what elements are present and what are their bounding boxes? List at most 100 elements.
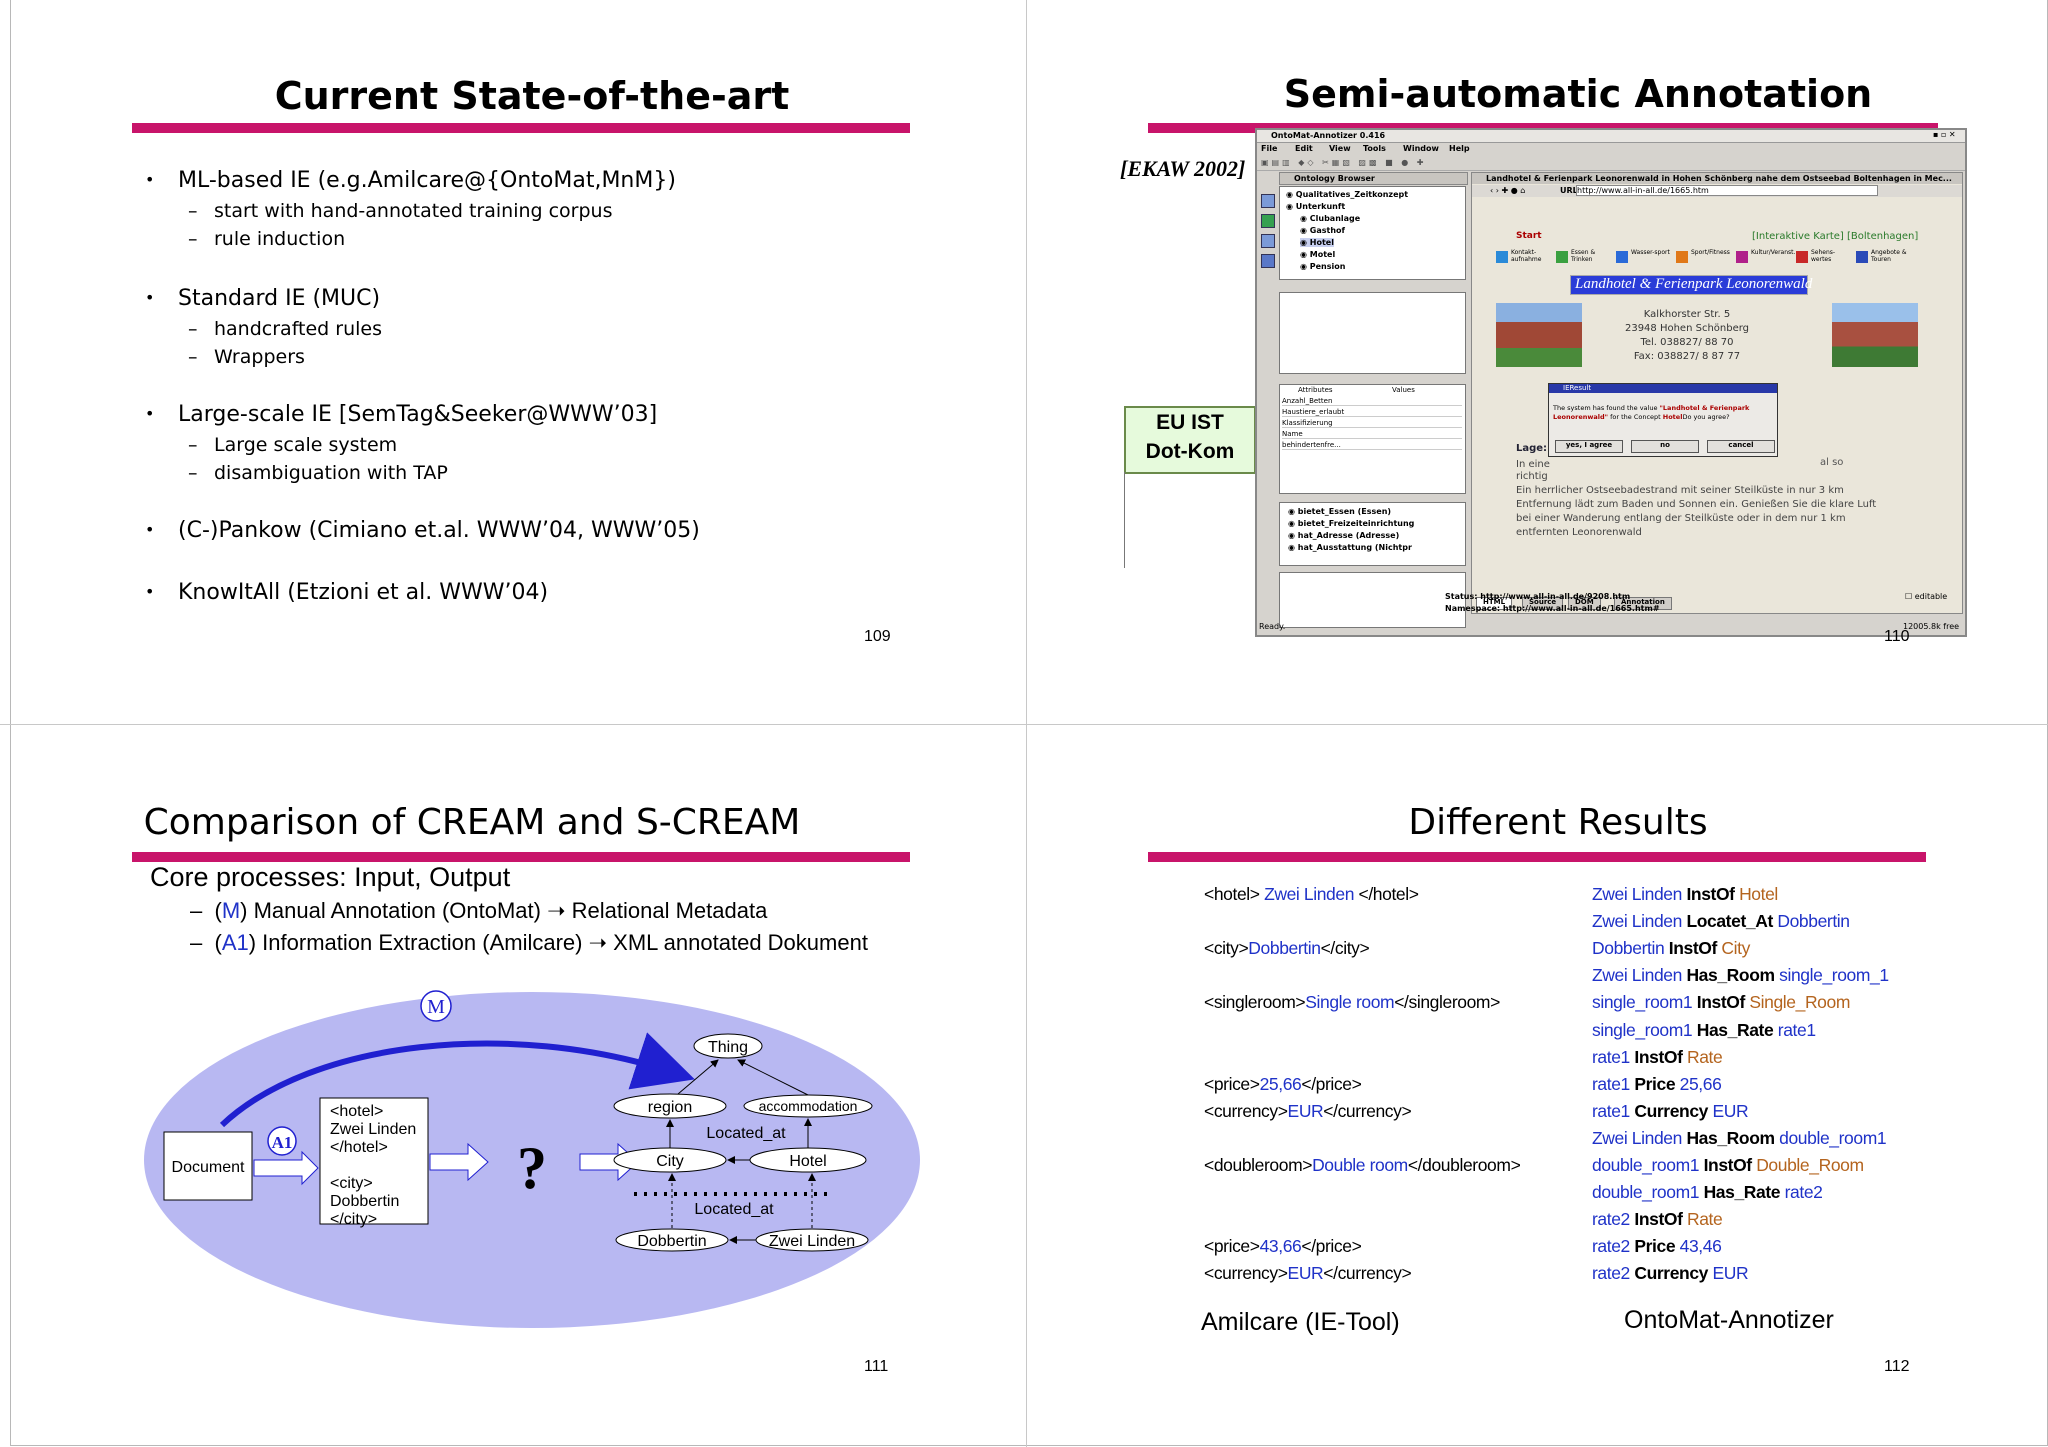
footer-left: Amilcare (IE-Tool) (1201, 1308, 1400, 1336)
nav-icon[interactable] (1496, 251, 1508, 263)
predicate-text: InstOf (1634, 1209, 1687, 1230)
sub-bullet-text: Large scale system (214, 434, 398, 456)
nav-item-label[interactable]: Wasser-sport (1631, 249, 1670, 256)
blue-text: single_room_1 (1779, 965, 1889, 986)
tool-icon-d[interactable] (1261, 254, 1275, 268)
dialog-button[interactable]: cancel (1707, 440, 1775, 453)
vertical-divider (1026, 0, 1027, 1447)
region-node (613, 1093, 727, 1119)
xml-line: </city> (330, 1211, 377, 1228)
nav-icon[interactable] (1796, 251, 1808, 263)
nav-item-label[interactable]: Kultur/Veranst. (1751, 249, 1796, 256)
body-line: entfernten Leonorenwald (1516, 527, 1642, 538)
tool-icon-b[interactable] (1261, 214, 1275, 228)
nav-item-label[interactable]: Essen & Trinken (1571, 249, 1596, 263)
tab-dom[interactable]: DOM (1568, 597, 1601, 610)
ie-result-dialog: IEResult The system has found the value … (1548, 383, 1778, 457)
editable-checkbox[interactable]: ☐ editable (1905, 592, 1948, 601)
url-input[interactable]: http://www.all-in-all.de/1665.htm (1576, 185, 1878, 196)
nav-icon[interactable] (1856, 251, 1868, 263)
nav-icon[interactable] (1736, 251, 1748, 263)
tag-m: M (221, 898, 241, 923)
tool-icon-a[interactable] (1261, 194, 1275, 208)
hotel-photo-right (1832, 303, 1918, 367)
window-controls[interactable]: ▪ ▫ ✕ (1933, 130, 1956, 139)
tag-text: <doubleroom> (1204, 1155, 1313, 1175)
slide-title: Current State-of-the-art (274, 74, 790, 118)
slide-112: Different Results <hotel> Zwei Linden </… (1028, 730, 2042, 1442)
xml-line: Zwei Linden (330, 1121, 416, 1138)
relation-row[interactable]: ◉ bietet_Essen (Essen) (1288, 507, 1392, 516)
xml-row: <price>43,66</price> (1204, 1236, 1362, 1257)
tool-icon-c[interactable] (1261, 234, 1275, 248)
relation-row[interactable]: ◉ bietet_Freizeiteinrichtung (1288, 519, 1415, 528)
tag-text: <price> (1204, 1073, 1260, 1094)
tree-node[interactable]: ◉ Clubanlage (1300, 214, 1361, 223)
predicate-text: Has_Room (1686, 1127, 1780, 1148)
tag-text: </singleroom> (1394, 992, 1500, 1013)
m-marker-label: M (427, 996, 445, 1018)
dialog-button[interactable]: yes, I agree (1555, 440, 1623, 453)
browser-titlebar: Ontology Browser (1279, 172, 1468, 185)
dialog-text-a: The system has found the value (1553, 404, 1660, 412)
dialog-button[interactable]: no (1631, 440, 1699, 453)
toolbar-icons[interactable]: ▣▤▥ ◆◇ ✂▦▧ ▨▩ ■ ● ✚ (1261, 158, 1427, 167)
tab-annotation[interactable]: Annotation (1614, 597, 1672, 610)
dialog-title: IEResult (1563, 384, 1592, 392)
tool-strip (1259, 190, 1277, 320)
menu-view[interactable]: View (1329, 144, 1351, 153)
menu-window[interactable]: Window (1403, 144, 1439, 153)
relation-row[interactable]: ◉ hat_Ausstattung (Nichtpr (1288, 543, 1412, 552)
xml-row: <currency>EUR</currency> (1204, 1101, 1412, 1122)
tab-source[interactable]: Source (1522, 597, 1564, 610)
xml-row: <doubleroom>Double room</doubleroom> (1204, 1155, 1521, 1176)
menu-edit[interactable]: Edit (1295, 144, 1313, 153)
bullet-glyph: • (145, 520, 155, 539)
address-line: 23948 Hohen Schönberg (1624, 323, 1750, 334)
ontology-tree[interactable]: ◉ Qualitatives_Zeitkonzept ◉ Unterkunft ◉ … (1279, 186, 1466, 280)
menu-tools[interactable]: Tools (1363, 144, 1386, 153)
triple-row: single_room1 Has_Rate rate1 (1592, 1020, 1816, 1041)
xml-box (319, 1097, 429, 1225)
horizontal-divider (0, 724, 2048, 725)
nav-item-label[interactable]: Angebote & Touren (1871, 249, 1907, 263)
menu-help[interactable]: Help (1449, 144, 1470, 153)
triple-row: Zwei Linden Has_Room double_room1 (1592, 1127, 1887, 1149)
tree-node[interactable]: ◉ Motel (1300, 250, 1336, 259)
map-links[interactable]: [Interaktive Karte] [Boltenhagen] (1752, 231, 1919, 242)
nav-buttons[interactable]: ‹ › ✚ ● ⌂ (1490, 186, 1526, 195)
tag-text: </doubleroom> (1407, 1155, 1521, 1175)
url-bar: ‹ › ✚ ● ⌂ URL http://www.all-in-all.de/1… (1472, 185, 1962, 197)
tab-html[interactable]: HTML (1476, 597, 1513, 610)
menu-file[interactable]: File (1261, 144, 1278, 153)
attribute-row[interactable]: Klassifizierung (1282, 419, 1462, 428)
attribute-row[interactable]: Name (1282, 430, 1462, 439)
nav-icon[interactable] (1556, 251, 1568, 263)
nav-item-label[interactable]: Sport/Fitness (1691, 249, 1730, 256)
tree-node[interactable]: ◉ Unterkunft (1286, 202, 1346, 211)
cream-diagram: M Document A1 IE <hotel>Zwei Linden</hot… (144, 990, 920, 1328)
start-link[interactable]: Start (1516, 231, 1542, 241)
page-number: 109 (864, 628, 891, 645)
nav-item-label[interactable]: Kontakt-aufnahme (1511, 249, 1542, 263)
nav-icon[interactable] (1616, 251, 1628, 263)
tree-node[interactable]: ◉ Hotel (1300, 238, 1334, 247)
line-m-text: ) Manual Annotation (OntoMat) ➝ Relation… (240, 898, 768, 923)
attribute-row[interactable]: behindertenfre... (1282, 441, 1462, 450)
relation-row[interactable]: ◉ hat_Adresse (Adresse) (1288, 531, 1400, 540)
attribute-row[interactable]: Anzahl_Betten (1282, 397, 1462, 406)
hotel-label: Hotel (789, 1153, 826, 1170)
nav-item-label[interactable]: Sehens-wertes (1811, 249, 1836, 263)
attribute-row[interactable]: Haustiere_erlaubt (1282, 408, 1462, 417)
tree-node[interactable]: ◉ Qualitatives_Zeitkonzept (1286, 190, 1409, 199)
nav-icon[interactable] (1676, 251, 1688, 263)
tree-node[interactable]: ◉ Gasthof (1300, 226, 1345, 235)
triple-row: rate1 Currency EUR (1592, 1101, 1749, 1122)
blue-text: rate1 (1592, 1046, 1635, 1067)
tree-node[interactable]: ◉ Pension (1300, 262, 1346, 271)
blue-text: double_room1 (1592, 1182, 1704, 1203)
eu-line: EU IST (1156, 411, 1224, 434)
brown-text: City (1721, 938, 1750, 959)
relations-list[interactable]: ◉ bietet_Essen (Essen) ◉ bietet_Freizeite… (1279, 502, 1466, 566)
